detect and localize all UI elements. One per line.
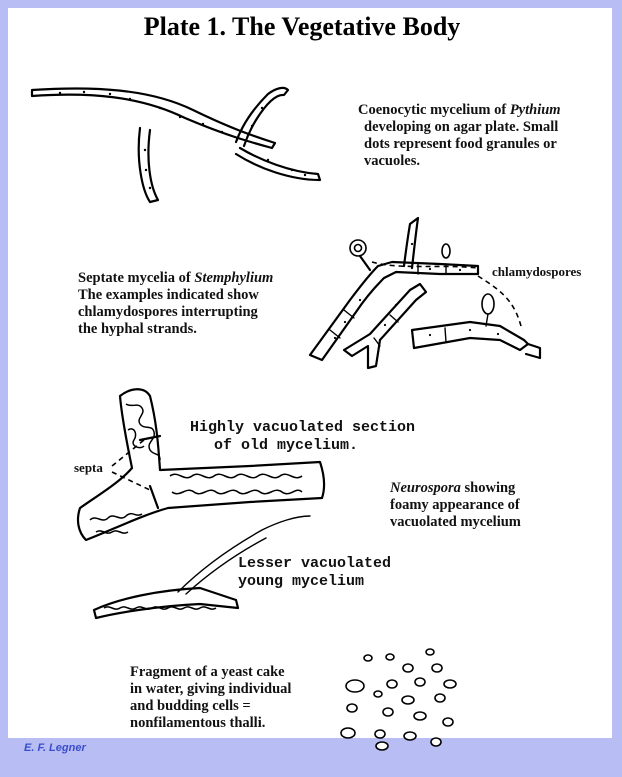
yeast-caption: Fragment of a yeast cake in water, givin… [130, 664, 292, 731]
pythium-caption: Coenocytic mycelium of Pythium developin… [358, 102, 561, 169]
septa-label: septa [74, 460, 103, 475]
vacuolated-mycelium-drawing [76, 388, 326, 542]
highly-vacuolated-caption: Highly vacuolated section of old myceliu… [190, 419, 416, 454]
plate-page [8, 8, 612, 738]
lesser-vacuolated-caption: Lesser vacuolated young mycelium [238, 555, 392, 590]
plate-title: Plate 1. The Vegetative Body [143, 12, 461, 41]
stemphylium-caption: Septate mycelia of Stemphylium The examp… [78, 270, 274, 337]
chlamydospores-label: chlamydospores [492, 264, 582, 279]
stemphylium-mycelia-drawing [308, 216, 542, 370]
pythium-mycelium-drawing [30, 86, 322, 204]
young-mycelium-drawing [92, 515, 311, 620]
yeast-cells-drawing [340, 648, 457, 751]
author-credit: E. F. Legner [24, 742, 86, 754]
neurospora-caption: Neurospora showing foamy appearance of v… [390, 480, 521, 530]
